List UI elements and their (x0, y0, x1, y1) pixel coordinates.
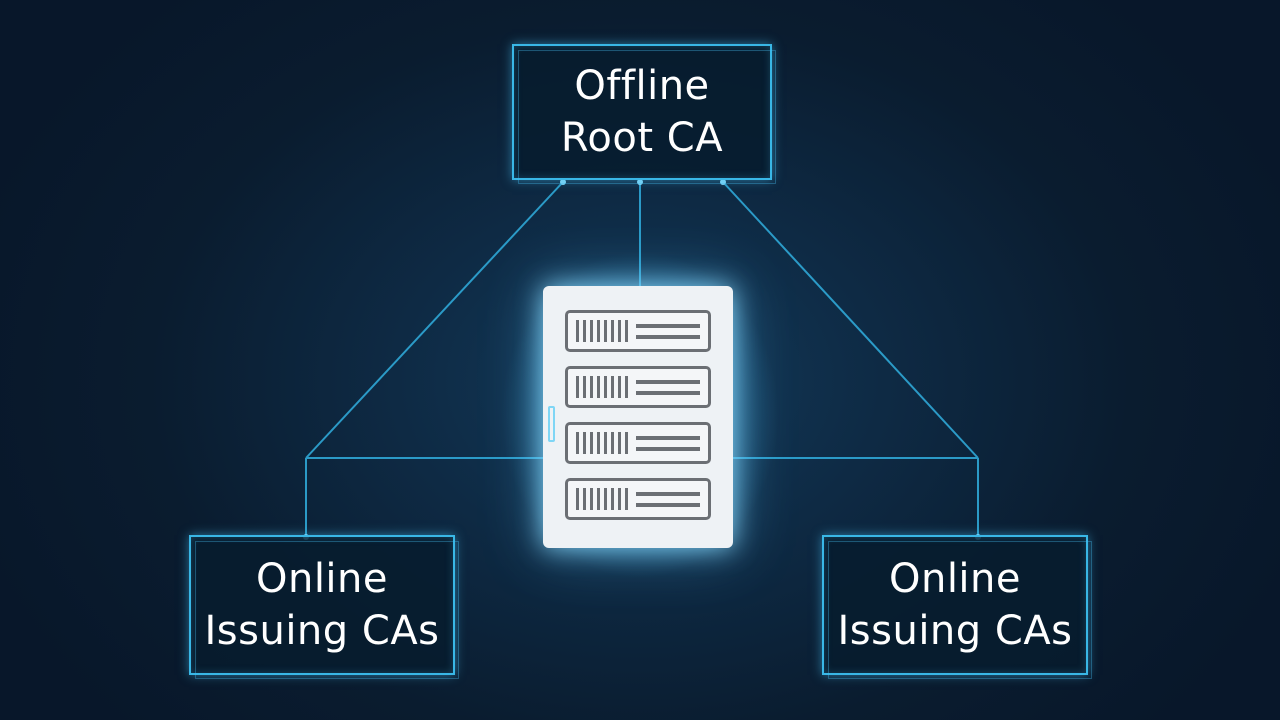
online-issuing-ca-box-left: Online Issuing CAs (189, 535, 459, 679)
drive-slot (636, 447, 700, 451)
offline-root-ca-box: Offline Root CA (512, 44, 776, 184)
issuing-ca-left-label-line1: Online (255, 556, 389, 602)
server-bay (565, 478, 711, 520)
vent-grille (576, 432, 632, 454)
connector-dot (637, 179, 643, 185)
server-bay (565, 310, 711, 352)
connector-root-left (305, 181, 564, 459)
vent-grille (576, 376, 632, 398)
connector-dot (720, 179, 726, 185)
server-rack-icon (543, 286, 733, 548)
issuing-ca-right-label-line2: Issuing CAs (837, 608, 1073, 654)
root-ca-label-line1: Offline (574, 63, 710, 109)
server-bay (565, 422, 711, 464)
server-bay (565, 366, 711, 408)
drive-slot (636, 492, 700, 496)
drive-slot (636, 335, 700, 339)
root-ca-label-line2: Root CA (560, 115, 724, 161)
connector-root-right (722, 181, 979, 459)
online-issuing-ca-box-right: Online Issuing CAs (822, 535, 1092, 679)
connector-dot (560, 179, 566, 185)
server-handle (548, 406, 555, 442)
vent-grille (576, 488, 632, 510)
issuing-ca-right-label-line1: Online (888, 556, 1022, 602)
drive-slot (636, 436, 700, 440)
issuing-ca-left-label-line2: Issuing CAs (204, 608, 440, 654)
drive-slot (636, 503, 700, 507)
vent-grille (576, 320, 632, 342)
drive-slot (636, 391, 700, 395)
drive-slot (636, 324, 700, 328)
drive-slot (636, 380, 700, 384)
